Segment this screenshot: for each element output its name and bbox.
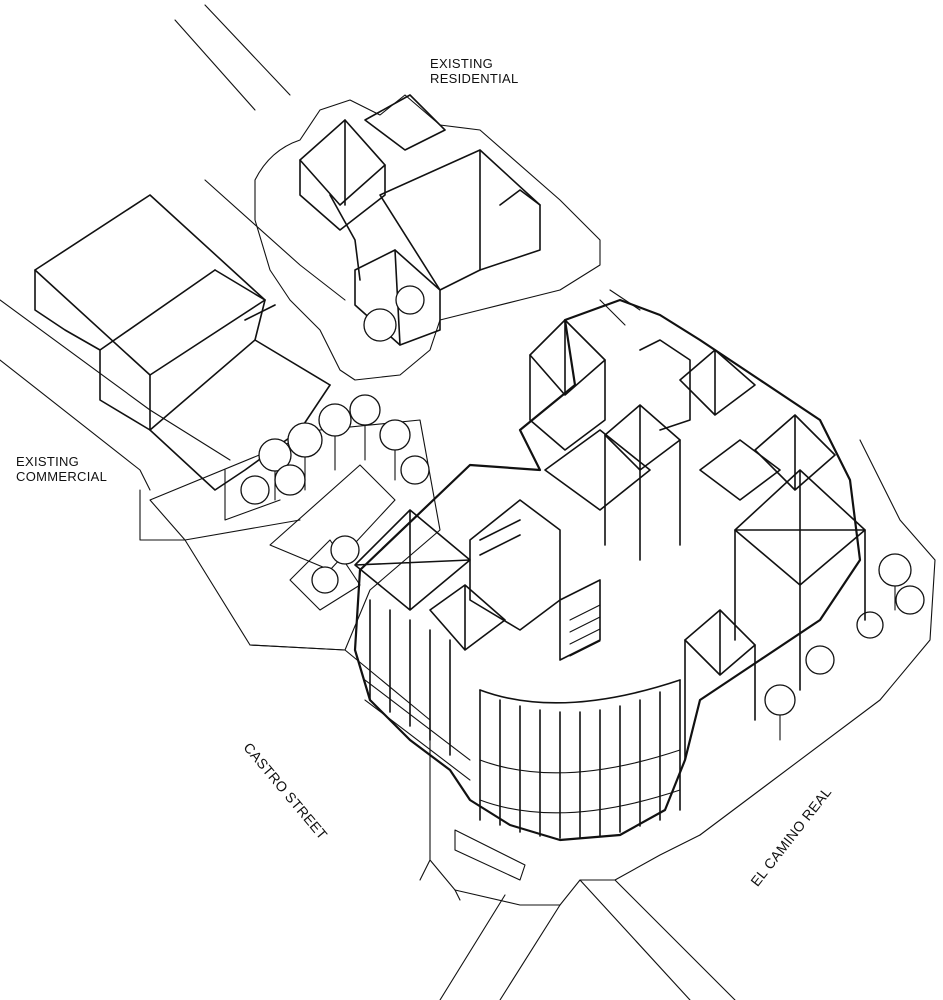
existing-commercial-line2: COMMERCIAL	[16, 469, 108, 484]
commercial-buildings	[34, 194, 331, 521]
existing-residential-label: EXISTING RESIDENTIAL	[430, 56, 519, 86]
existing-residential-line2: RESIDENTIAL	[430, 71, 519, 86]
residential-buildings	[254, 94, 601, 381]
existing-commercial-line1: EXISTING	[16, 454, 80, 469]
project-building	[353, 298, 866, 842]
trees	[240, 285, 925, 741]
existing-residential-line1: EXISTING	[430, 56, 494, 71]
street-lines	[0, 4, 936, 1000]
existing-commercial-label: EXISTING COMMERCIAL	[16, 454, 107, 484]
